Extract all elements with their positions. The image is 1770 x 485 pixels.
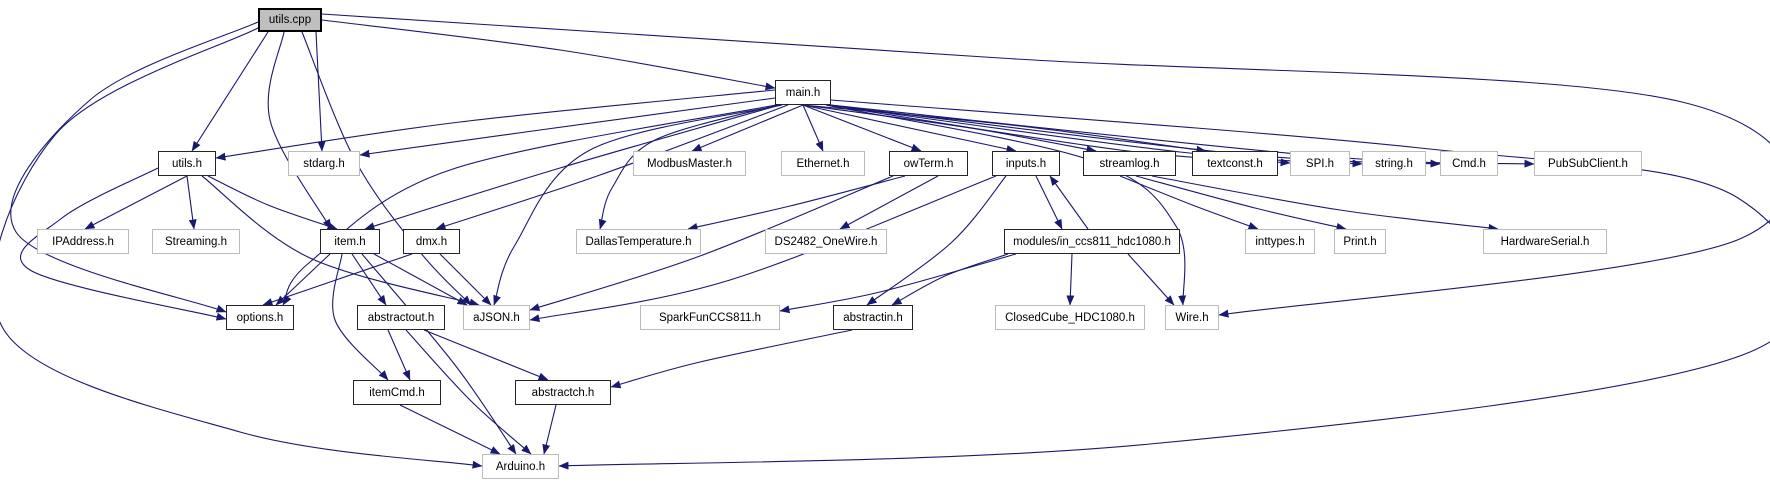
node-closedcube-hdc1080-h: ClosedCube_HDC1080.h: [995, 305, 1145, 330]
node-item-h[interactable]: item.h: [320, 229, 380, 254]
node-ipaddress-h: IPAddress.h: [37, 229, 129, 254]
edge-in-ccs811-to-abstractin-h: [891, 253, 1009, 306]
edge-abstractout-h-to-itemcmd-h: [387, 329, 411, 381]
edge-utils-cpp-to-utils-h: [191, 31, 269, 152]
edge-item-h-to-itemcmd-h: [332, 253, 389, 381]
node-inputs-h[interactable]: inputs.h: [992, 151, 1060, 176]
node-spi-h: SPI.h: [1290, 151, 1350, 176]
node-inttypes-h: inttypes.h: [1245, 229, 1315, 254]
edge-streamlog-h-to-print-h: [1135, 175, 1347, 231]
edge-abstractin-h-to-abstractch-h: [610, 329, 853, 389]
edge-main-h-to-inputs-h: [802, 104, 1017, 153]
edge-utils-h-to-streaming-h: [186, 175, 197, 230]
node-modbusmaster-h: ModbusMaster.h: [633, 151, 746, 176]
node-main-h[interactable]: main.h: [775, 80, 831, 105]
node-itemcmd-h[interactable]: itemCmd.h: [353, 380, 441, 405]
edge-abstractout-h-to-abstractch-h: [423, 329, 549, 381]
edge-in-ccs811-to-closedcube-hdc1080-h: [1066, 253, 1075, 306]
edge-main-h-to-modbusmaster-h: [691, 104, 804, 152]
edge-main-h-to-options-h: [282, 104, 777, 306]
node-hardwareserial-h: HardwareSerial.h: [1483, 229, 1607, 254]
edge-main-h-to-dmx-h: [435, 104, 789, 230]
node-options-h[interactable]: options.h: [226, 305, 294, 330]
edge-utils-cpp-to-main-h: [321, 19, 776, 91]
edge-main-h-to-stdarg-h: [359, 97, 776, 158]
node-dallastemperature-h: DallasTemperature.h: [576, 229, 701, 254]
node-utils-h[interactable]: utils.h: [158, 151, 216, 176]
edge-dmx-h-to-options-h: [262, 253, 413, 306]
node-dmx-h[interactable]: dmx.h: [403, 229, 460, 254]
node-sparkfunccs811-h: SparkFunCCS811.h: [640, 305, 780, 330]
edge-utils-cpp-to-stdarg-h: [315, 31, 326, 152]
node-ethernet-h: Ethernet.h: [781, 151, 865, 176]
edge-utils-h-to-item-h: [207, 175, 338, 230]
node-stdarg-h: stdarg.h: [288, 151, 360, 176]
edge-main-h-to-item-h: [364, 104, 781, 230]
edge-main-h-to-utils-h: [215, 89, 776, 161]
edge-in-ccs811-to-inputs-h: [1049, 175, 1089, 230]
edge-utils-h-to-options-h: [20, 167, 227, 321]
node-cmd-h: Cmd.h: [1440, 151, 1498, 176]
edge-utils-cpp-to-arduino-h: [0, 27, 483, 469]
edge-inputs-h-to-ajson-h: [529, 175, 997, 323]
edge-utils-cpp-to-item-h: [267, 31, 332, 230]
node-in-ccs811[interactable]: modules/in_ccs811_hdc1080.h: [1004, 229, 1180, 254]
edge-main-h-to-arduino-h: [558, 99, 1770, 470]
edge-in-ccs811-to-wire-h: [1127, 253, 1175, 306]
edge-dmx-h-to-ajson-h: [439, 253, 492, 306]
node-utils-cpp: utils.cpp: [258, 8, 322, 32]
edge-inputs-h-to-abstractin-h: [866, 175, 1007, 306]
edge-inputs-h-to-in-ccs811: [1035, 175, 1063, 230]
edge-streamlog-h-to-inttypes-h: [1119, 175, 1259, 230]
edge-in-ccs811-to-sparkfunccs811-h: [779, 253, 1017, 314]
edge-owterm-h-to-dallastemperature-h: [687, 175, 906, 231]
edge-utils-cpp-to-options-h: [10, 21, 259, 313]
node-owterm-h[interactable]: owTerm.h: [889, 151, 968, 176]
edge-owterm-h-to-ajson-h: [529, 175, 894, 311]
edge-main-h-to-textconst-h: [802, 104, 1207, 154]
edge-utils-cpp-to-ajson-h: [301, 31, 472, 306]
edge-abstractout-h-to-arduino-h: [405, 329, 532, 455]
node-ajson-h: aJSON.h: [463, 305, 530, 330]
node-print-h: Print.h: [1334, 229, 1386, 254]
node-string-h: string.h: [1362, 151, 1426, 176]
edge-main-h-to-owterm-h: [802, 104, 922, 152]
edge-main-h-to-ethernet-h: [802, 104, 824, 152]
node-textconst-h[interactable]: textconst.h: [1192, 151, 1278, 176]
edge-item-h-to-abstractout-h: [351, 253, 387, 306]
node-wire-h: Wire.h: [1165, 305, 1219, 330]
node-abstractout-h[interactable]: abstractout.h: [357, 305, 445, 330]
node-abstractch-h[interactable]: abstractch.h: [515, 380, 611, 405]
node-ds2482-onewire-h: DS2482_OneWire.h: [765, 229, 887, 254]
node-pubsubclient-h: PubSubClient.h: [1534, 151, 1642, 176]
edge-streamlog-h-to-hardwareserial-h: [1151, 175, 1499, 232]
edge-item-h-to-options-h: [275, 253, 331, 306]
edge-owterm-h-to-ds2482-onewire-h: [839, 175, 939, 230]
edge-utils-cpp-to-wire-h: [321, 13, 1770, 318]
edge-abstractch-h-to-arduino-h: [542, 404, 557, 455]
node-streaming-h: Streaming.h: [152, 229, 240, 254]
edge-itemcmd-h-to-arduino-h: [399, 404, 501, 455]
edge-utils-h-to-ajson-h: [201, 175, 480, 307]
node-abstractin-h[interactable]: abstractin.h: [833, 305, 913, 330]
edge-item-h-to-ajson-h: [373, 253, 468, 306]
node-arduino-h: Arduino.h: [482, 454, 559, 479]
edge-item-h-to-arduino-h: [361, 253, 517, 455]
node-streamlog-h[interactable]: streamlog.h: [1083, 151, 1176, 176]
edge-main-h-to-ajson-h: [493, 104, 783, 306]
edge-utils-h-to-ipaddress-h: [84, 175, 188, 230]
